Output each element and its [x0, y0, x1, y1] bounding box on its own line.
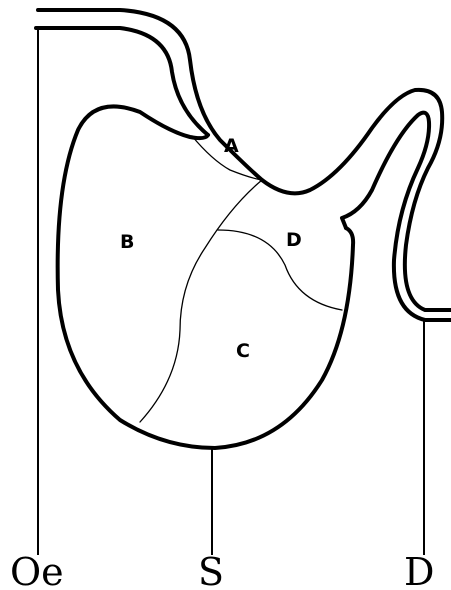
- stomach-label: S: [198, 550, 224, 590]
- boundary-c-d: [218, 230, 342, 310]
- region-label-d: D: [286, 229, 302, 251]
- oesophagus-inner-wall: [36, 28, 208, 135]
- region-label-c: C: [236, 340, 250, 362]
- oesophagus-label: Oe: [10, 550, 64, 590]
- boundary-b-c: [140, 180, 262, 422]
- region-label-b: B: [120, 231, 134, 253]
- region-label-a: A: [224, 135, 239, 157]
- duodenum-label: D: [404, 550, 434, 590]
- stomach-outline: [58, 106, 353, 448]
